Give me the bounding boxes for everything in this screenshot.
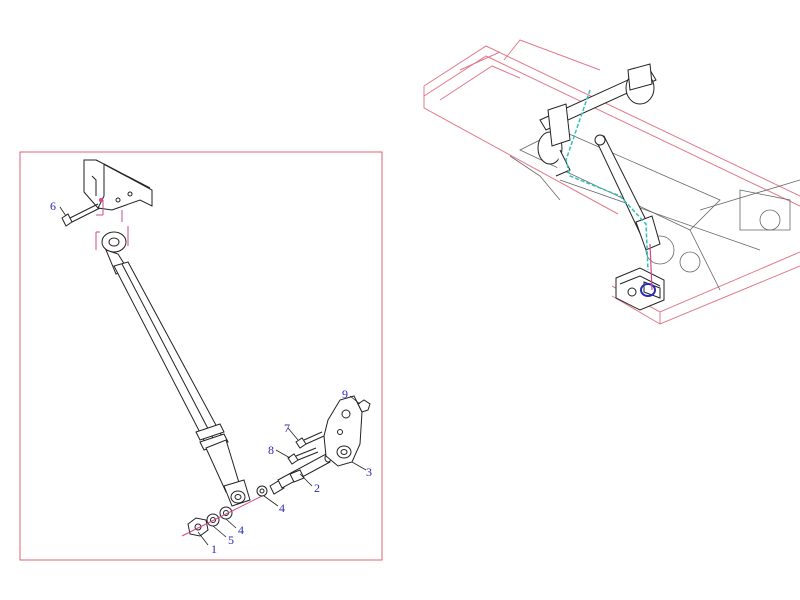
wiring-harness-branch bbox=[649, 243, 653, 291]
bracket-hole-marker bbox=[99, 198, 103, 202]
callout-8: 8 bbox=[268, 443, 274, 457]
wiring-harness bbox=[565, 89, 649, 271]
exploded-view-frame bbox=[19, 151, 383, 561]
overview-lower-mount bbox=[615, 267, 665, 311]
callout-4-pin: 4 bbox=[279, 501, 285, 515]
callout-5: 5 bbox=[228, 533, 234, 547]
truck-chassis-icon bbox=[423, 39, 800, 325]
nut-icon bbox=[357, 399, 371, 413]
callout-7: 7 bbox=[284, 421, 290, 435]
pin-shaft-icon bbox=[256, 453, 332, 497]
air-spring-assembly bbox=[537, 63, 657, 177]
bolt-icon bbox=[287, 431, 325, 465]
assembly-axis bbox=[181, 495, 263, 537]
shock-absorber-icon bbox=[101, 231, 251, 507]
callout-2: 2 bbox=[314, 481, 320, 495]
callout-4-washer: 4 bbox=[238, 523, 244, 537]
overview-shock-absorber bbox=[594, 134, 661, 251]
callout-1: 1 bbox=[211, 542, 217, 556]
highlight-lower-joint bbox=[640, 283, 656, 297]
callout-3: 3 bbox=[366, 465, 372, 479]
mounting-bracket-icon bbox=[323, 395, 363, 467]
mounting-bracket-icon bbox=[83, 159, 153, 211]
mounting-alignment-marks bbox=[95, 200, 129, 250]
nut-icon bbox=[187, 517, 209, 537]
callout-9: 9 bbox=[342, 387, 348, 401]
bolt-icon bbox=[61, 203, 101, 227]
callout-6: 6 bbox=[50, 199, 56, 213]
washer-icon bbox=[206, 506, 233, 527]
callout-leaders bbox=[59, 206, 367, 546]
